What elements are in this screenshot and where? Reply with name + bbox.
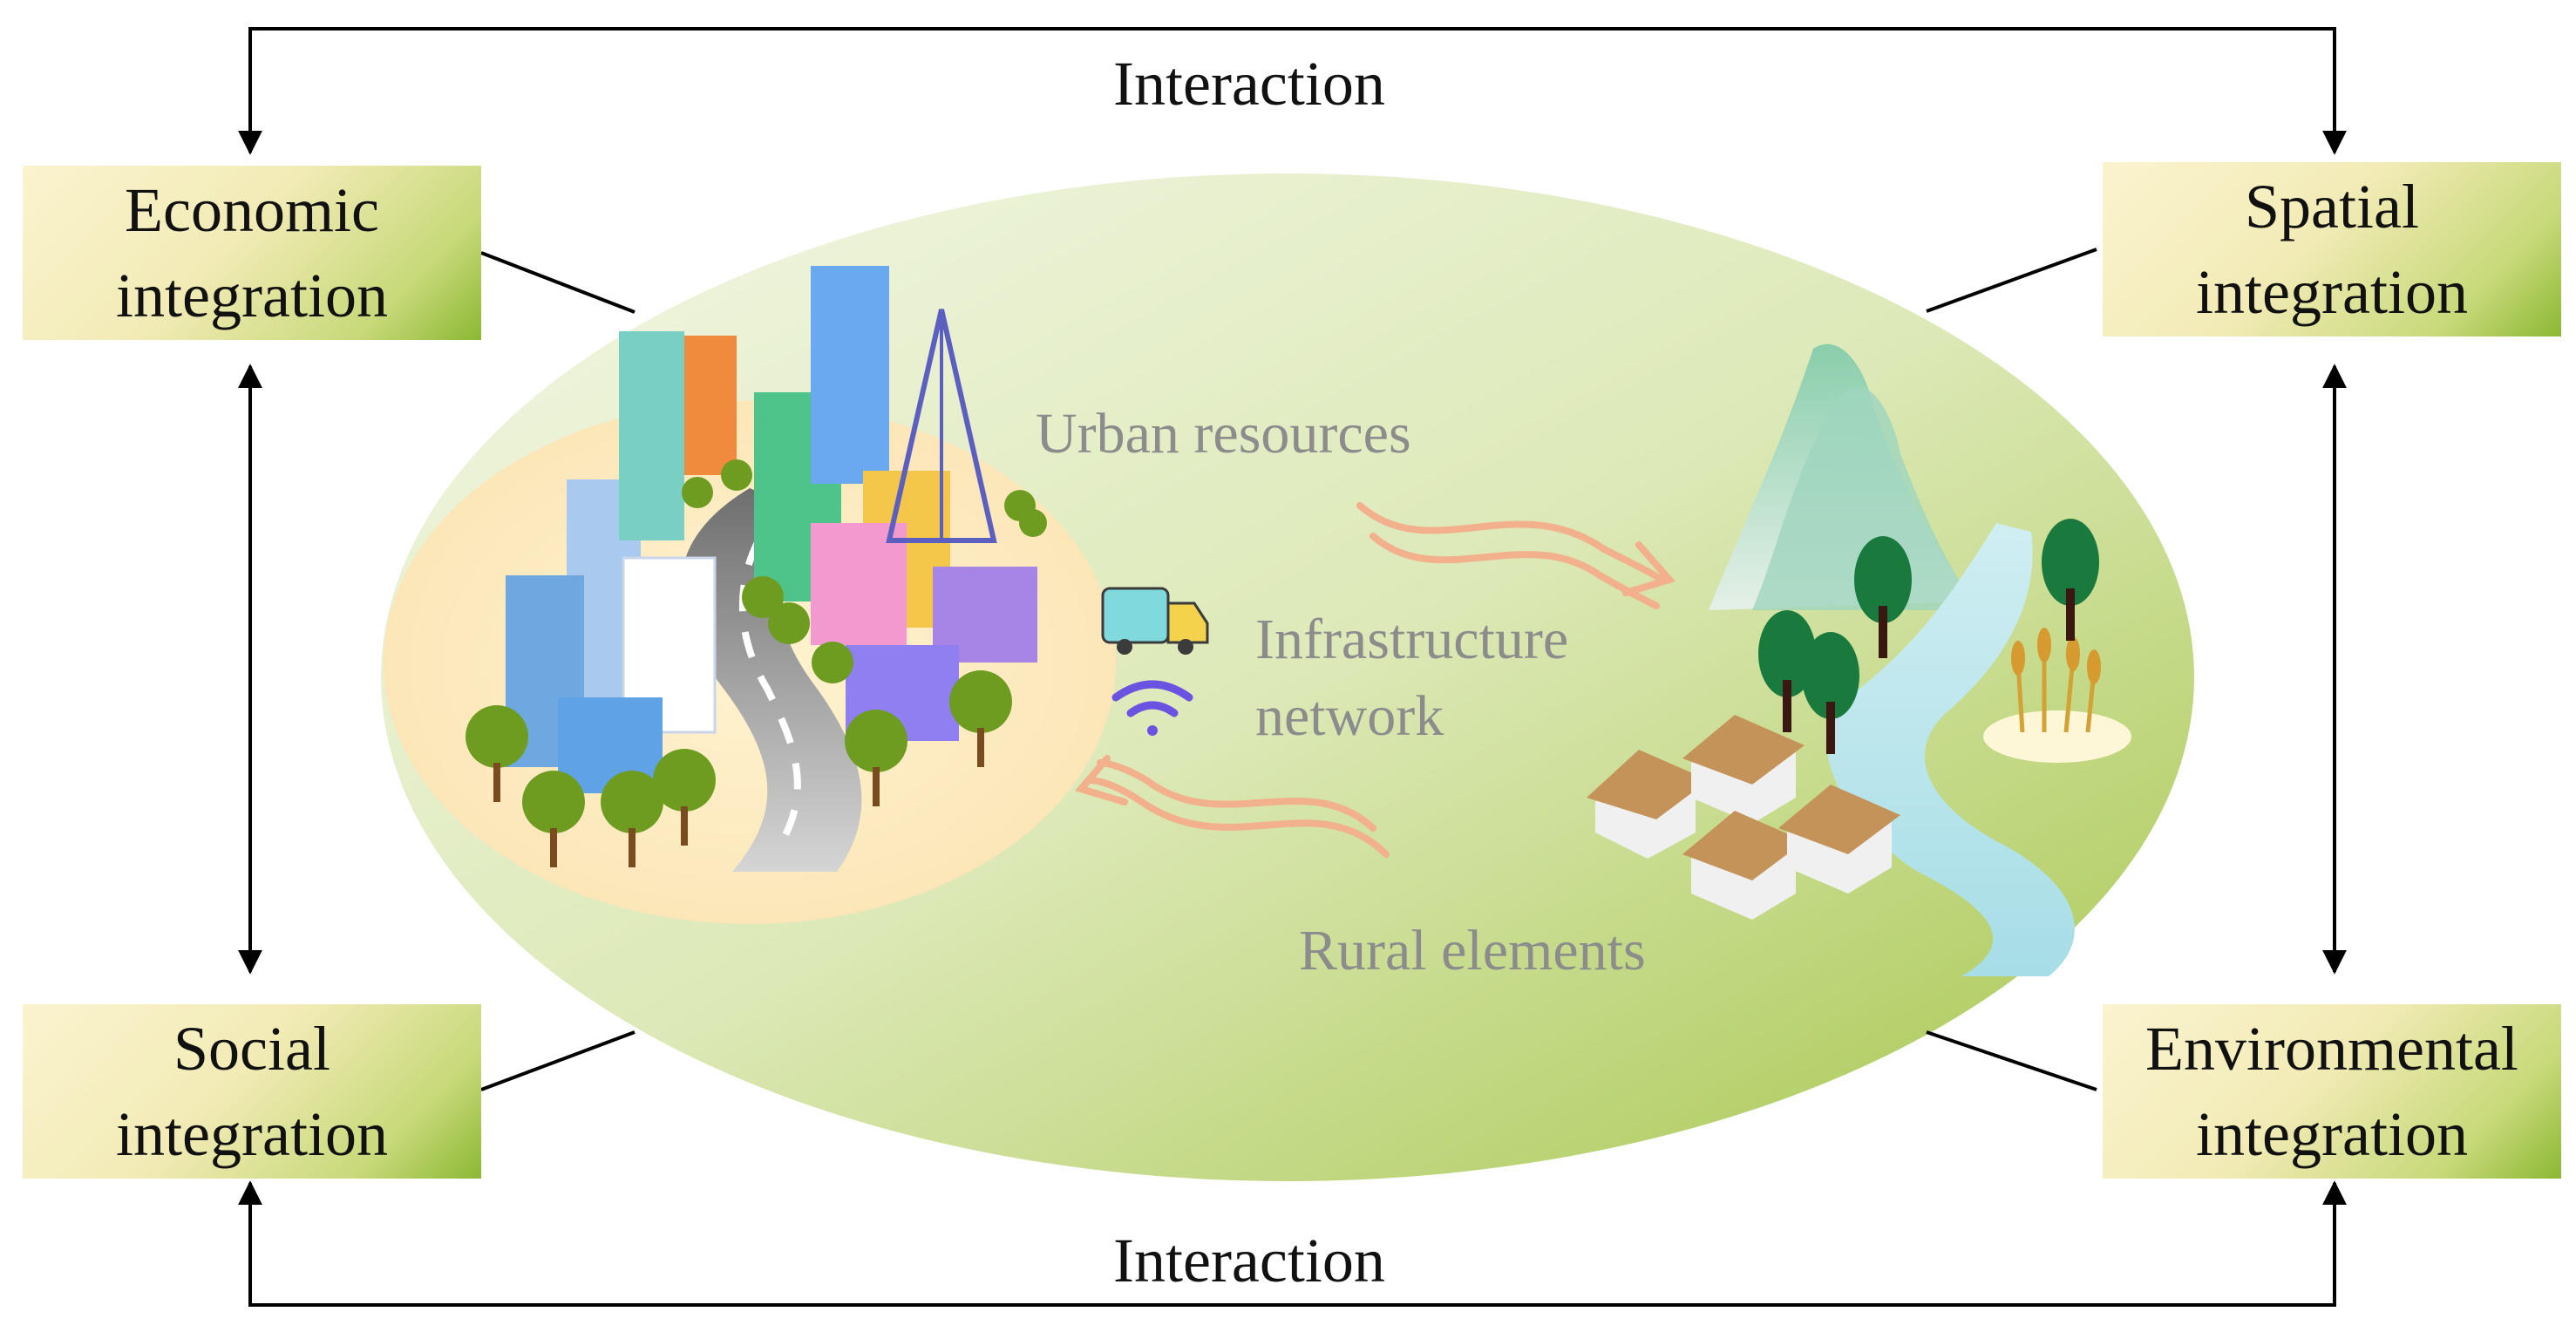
social-integration-box: Social integration	[23, 1004, 481, 1179]
economic-integration-box: Economic integration	[23, 166, 481, 340]
social-box-line-1: Social	[173, 1014, 330, 1084]
environmental-box-line-1: Environmental	[2145, 1014, 2518, 1084]
truck-icon	[1101, 587, 1209, 655]
connector-lines	[480, 248, 2097, 1091]
interaction-arrow-bottom	[238, 1180, 2347, 1307]
environmental-box-line-2: integration	[2196, 1099, 2468, 1169]
interaction-label-top: Interaction	[1113, 49, 1385, 119]
vertical-arrows	[238, 364, 2347, 975]
spatial-box-line-1: Spatial	[2245, 172, 2419, 241]
urban-resources-label: Urban resources	[1036, 402, 1411, 466]
houses	[1587, 715, 1900, 920]
interaction-label-bottom: Interaction	[1113, 1226, 1385, 1295]
environmental-integration-box: Environmental integration	[2103, 1004, 2561, 1179]
economic-box-line-1: Economic	[125, 175, 379, 245]
wifi-icon	[1111, 680, 1193, 736]
infrastructure-label-line-2: network	[1255, 684, 1444, 748]
interaction-arrow-top	[238, 27, 2347, 155]
rural-elements-label: Rural elements	[1299, 919, 1646, 982]
flow-arrows	[1074, 502, 1676, 858]
city-illustration	[466, 266, 1047, 872]
rural-illustration	[1587, 343, 2131, 976]
infrastructure-label-line-1: Infrastructure	[1255, 608, 1569, 671]
spatial-box-line-2: integration	[2196, 257, 2468, 327]
economic-box-line-2: integration	[116, 261, 388, 330]
social-box-line-2: integration	[116, 1099, 388, 1169]
spatial-integration-box: Spatial integration	[2103, 162, 2561, 336]
